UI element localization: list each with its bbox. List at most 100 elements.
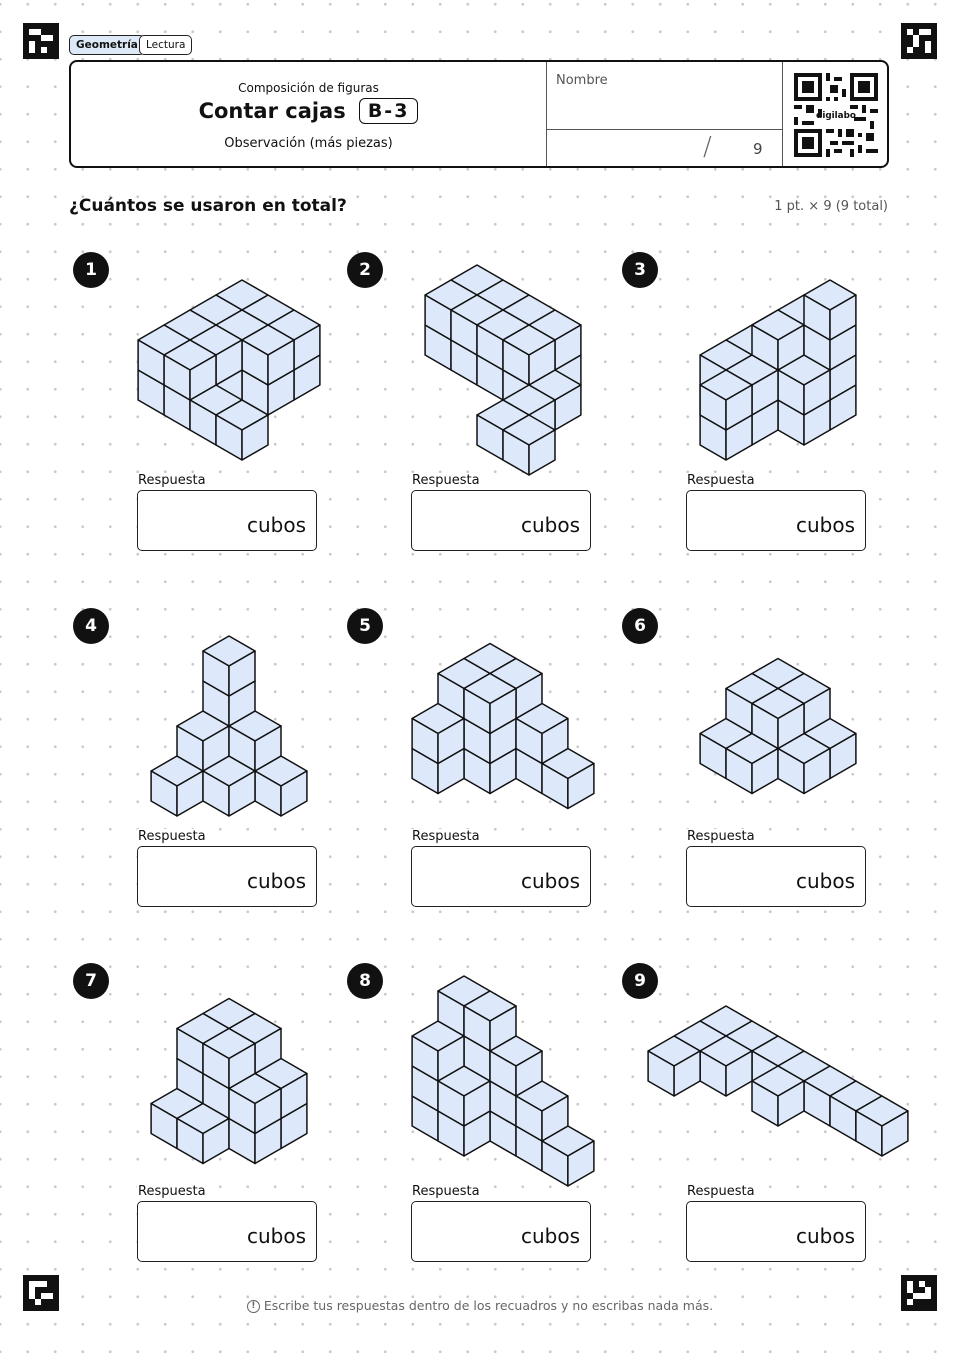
cube-right-face: [228, 770, 256, 817]
info-icon: !: [246, 1300, 260, 1313]
answer-box[interactable]: cubos: [411, 1201, 591, 1262]
problem-7: 7 Respuesta cubos: [69, 963, 343, 1293]
tag-geometry: Geometría: [69, 35, 145, 55]
cube-right-face: [528, 429, 556, 476]
answer-box[interactable]: cubos: [686, 490, 866, 551]
problem-8: 8 Respuesta cubos: [343, 963, 617, 1293]
cube-right-face: [189, 354, 217, 401]
qr-brand-label: digilabo: [816, 111, 856, 121]
qr-code: digilabo: [794, 73, 878, 157]
problem-number: 3: [622, 252, 658, 288]
answer-box[interactable]: cubos: [137, 1201, 317, 1262]
problem-5: 5 Respuesta cubos: [343, 608, 617, 938]
answer-box[interactable]: cubos: [686, 846, 866, 907]
problem-4: 4 Respuesta cubos: [69, 608, 343, 938]
worksheet-header: Composición de figuras Contar cajas B-3 …: [69, 60, 889, 168]
cube-group: [647, 1005, 909, 1157]
problem-1: 1 Respuesta cubos: [69, 252, 343, 582]
answer-box[interactable]: cubos: [411, 490, 591, 551]
cube-right-face: [829, 294, 857, 341]
answer-unit: cubos: [795, 1224, 855, 1248]
cube-right-face: [254, 1087, 282, 1135]
cube-right-face: [803, 369, 831, 416]
cube-right-face: [437, 717, 465, 765]
cube-figure: [69, 252, 343, 477]
answer-label: Respuesta: [137, 1184, 207, 1199]
cube-group: [424, 264, 582, 476]
cube-figure: [343, 963, 617, 1188]
footer-note: !Escribe tus respuestas dentro de los re…: [0, 1298, 960, 1313]
problem-2: 2 Respuesta cubos: [343, 252, 617, 582]
cube-right-face: [881, 1110, 909, 1157]
points-info: 1 pt. × 9 (9 total): [772, 199, 890, 214]
cube-group: [411, 642, 595, 810]
header-description: Observación (más piezas): [224, 136, 393, 151]
cube-figure: [618, 963, 909, 1188]
answer-label: Respuesta: [686, 473, 756, 488]
answer-box[interactable]: cubos: [137, 846, 317, 907]
problem-6: 6 Respuesta cubos: [618, 608, 892, 938]
cube-right-face: [541, 1095, 569, 1142]
cube-right-face: [528, 339, 556, 386]
answer-label: Respuesta: [137, 473, 207, 488]
tag-reading: Lectura: [139, 35, 193, 55]
cube-right-face: [228, 1042, 256, 1090]
cube-figure: [618, 608, 892, 833]
cube-right-face: [267, 339, 295, 386]
answer-unit: cubos: [246, 1224, 306, 1248]
cube-right-face: [567, 1140, 595, 1187]
footer-text: Escribe tus respuestas dentro de los rec…: [263, 1298, 714, 1313]
cube-right-face: [489, 687, 517, 735]
answer-unit: cubos: [520, 513, 580, 537]
problem-number: 6: [622, 608, 658, 644]
answer-label: Respuesta: [411, 1184, 481, 1199]
answer-label: Respuesta: [137, 829, 207, 844]
name-label: Nombre: [556, 73, 608, 88]
answer-label: Respuesta: [411, 829, 481, 844]
cube-group: [150, 635, 308, 817]
answer-box[interactable]: cubos: [137, 490, 317, 551]
cube-group: [699, 279, 857, 461]
answer-unit: cubos: [795, 513, 855, 537]
answer-box[interactable]: cubos: [686, 1201, 866, 1262]
level-code-badge: B-3: [358, 98, 419, 124]
cube-right-face: [489, 1005, 517, 1052]
corner-marker-bottom-right: [901, 1275, 937, 1311]
answer-label: Respuesta: [686, 1184, 756, 1199]
name-divider: [547, 129, 782, 130]
question-prompt: ¿Cuántos se usaron en total?: [69, 196, 347, 216]
answer-box[interactable]: cubos: [411, 846, 591, 907]
cube-right-face: [541, 717, 569, 765]
problem-9: 9 Respuesta cubos: [618, 963, 909, 1293]
problem-3: 3 Respuesta cubos: [618, 252, 892, 582]
cube-right-face: [463, 1080, 491, 1127]
score-total: 9: [753, 140, 763, 158]
cube-right-face: [777, 702, 805, 750]
cube-right-face: [280, 770, 308, 817]
problem-number: 7: [73, 963, 109, 999]
header-subtitle: Composición de figuras: [238, 81, 379, 95]
cube-right-face: [803, 747, 831, 795]
cube-right-face: [777, 1080, 805, 1127]
answer-unit: cubos: [246, 869, 306, 893]
cube-right-face: [725, 384, 753, 431]
problem-number: 5: [347, 608, 383, 644]
cube-figure: [69, 963, 343, 1188]
header-title-row: Contar cajas B-3: [71, 98, 546, 124]
answer-label: Respuesta: [686, 829, 756, 844]
name-score-area: Nombre / 9: [547, 62, 783, 166]
corner-marker-top-left: [23, 23, 59, 59]
cube-right-face: [437, 1035, 465, 1082]
cube-group: [699, 657, 857, 795]
cube-figure: [343, 252, 617, 477]
cube-group: [150, 997, 308, 1165]
problem-number: 4: [73, 608, 109, 644]
cube-right-face: [515, 1050, 543, 1097]
page-title: Contar cajas: [198, 99, 346, 123]
score-slash: /: [703, 132, 712, 162]
problem-number: 1: [73, 252, 109, 288]
problem-number: 8: [347, 963, 383, 999]
cube-figure: [343, 608, 617, 833]
corner-marker-bottom-left: [23, 1275, 59, 1311]
answer-unit: cubos: [246, 513, 306, 537]
